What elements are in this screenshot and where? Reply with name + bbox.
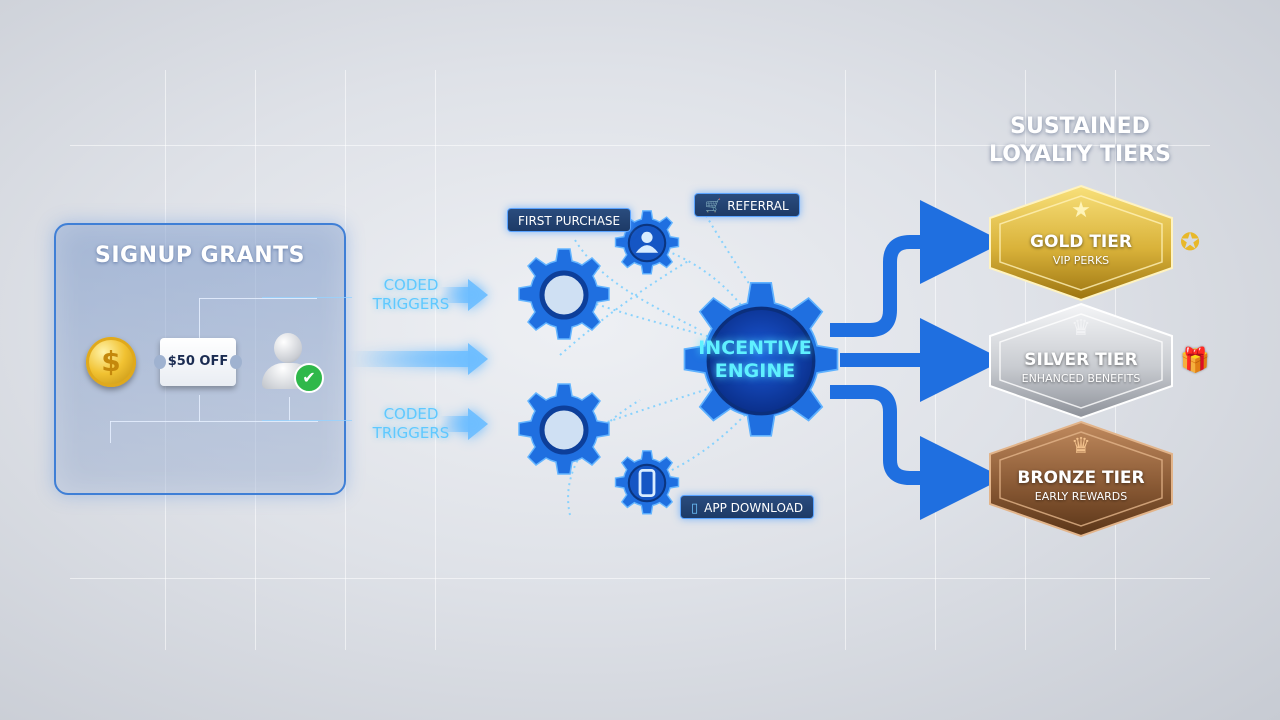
tiers-title-line: SUSTAINED — [1010, 114, 1150, 139]
main-flow-arrow — [350, 343, 488, 375]
tiers-title-line: LOYALTY TIERS — [989, 142, 1171, 167]
silver-tier-name: SILVER TIER — [1024, 350, 1138, 370]
trigger-line: TRIGGERS — [372, 424, 450, 442]
trigger-line: CODED — [383, 405, 439, 423]
app-download-gear — [612, 448, 682, 518]
gold-tier-badge: ★ GOLD TIER VIP PERKS — [988, 184, 1174, 302]
trigger-arrow-bottom — [440, 408, 488, 440]
panel-connector — [110, 421, 111, 443]
crown-icon: ♛ — [1071, 434, 1091, 459]
star-medal-icon: ✪ — [1180, 228, 1201, 256]
bronze-tier-name: BRONZE TIER — [1017, 468, 1145, 488]
panel-connector — [289, 397, 290, 421]
panel-connector — [199, 298, 200, 338]
trigger-arrow-top — [440, 279, 488, 311]
shopping-cart-icon: 🛒 — [705, 199, 722, 214]
engine-line: INCENTIVE — [698, 337, 812, 359]
coded-triggers-label-top: CODED TRIGGERS — [356, 276, 466, 314]
signup-grants-title: SIGNUP GRANTS — [95, 243, 305, 268]
glow-line — [262, 297, 352, 298]
star-icon: ★ — [1071, 198, 1091, 223]
referral-label: REFERRAL — [727, 199, 789, 213]
verified-user-icon: ✔ — [260, 333, 324, 393]
bronze-tier-badge: ♛ BRONZE TIER EARLY REWARDS — [988, 420, 1174, 538]
gold-tier-name: GOLD TIER — [1030, 232, 1132, 252]
engine-line: ENGINE — [714, 360, 796, 382]
first-purchase-tag: FIRST PURCHASE — [507, 208, 632, 232]
referral-tag: 🛒 REFERRAL — [694, 193, 800, 217]
phone-icon: ▯ — [691, 501, 699, 516]
silver-tier-badge: ♛ SILVER TIER ENHANCED BENEFITS — [988, 302, 1174, 420]
bronze-tier-perks: EARLY REWARDS — [1034, 490, 1128, 503]
panel-connector — [199, 298, 317, 299]
app-download-tag: ▯ APP DOWNLOAD — [680, 495, 815, 519]
user-head-shape — [274, 333, 302, 363]
gold-tier-perks: VIP PERKS — [1052, 254, 1110, 267]
coupon-ticket: $50 OFF — [154, 338, 242, 386]
grid-line — [70, 145, 1210, 146]
trigger-line: TRIGGERS — [372, 295, 450, 313]
first-purchase-label: FIRST PURCHASE — [518, 214, 621, 228]
incentive-engine-gear — [676, 276, 846, 446]
coded-triggers-label-bottom: CODED TRIGGERS — [356, 405, 466, 443]
grid-line — [70, 578, 1210, 579]
trigger-gear-top — [514, 245, 614, 345]
gift-icon: 🎁 — [1180, 346, 1210, 374]
app-download-label: APP DOWNLOAD — [704, 501, 804, 515]
loyalty-tiers-title: SUSTAINED LOYALTY TIERS — [970, 113, 1190, 169]
glow-line — [262, 420, 352, 421]
trigger-line: CODED — [383, 276, 439, 294]
dollar-coin-icon: $ — [86, 337, 136, 387]
panel-connector — [199, 395, 200, 421]
silver-tier-perks: ENHANCED BENEFITS — [1021, 372, 1141, 385]
panel-connector — [110, 421, 318, 422]
check-icon: ✔ — [294, 363, 324, 393]
crown-icon: ♛ — [1071, 316, 1091, 341]
incentive-engine-label: INCENTIVE ENGINE — [690, 337, 820, 383]
referral-gear — [612, 208, 682, 278]
trigger-gear-bottom — [514, 380, 614, 480]
signup-grants-panel: SIGNUP GRANTS $ $50 OFF ✔ — [54, 223, 346, 495]
